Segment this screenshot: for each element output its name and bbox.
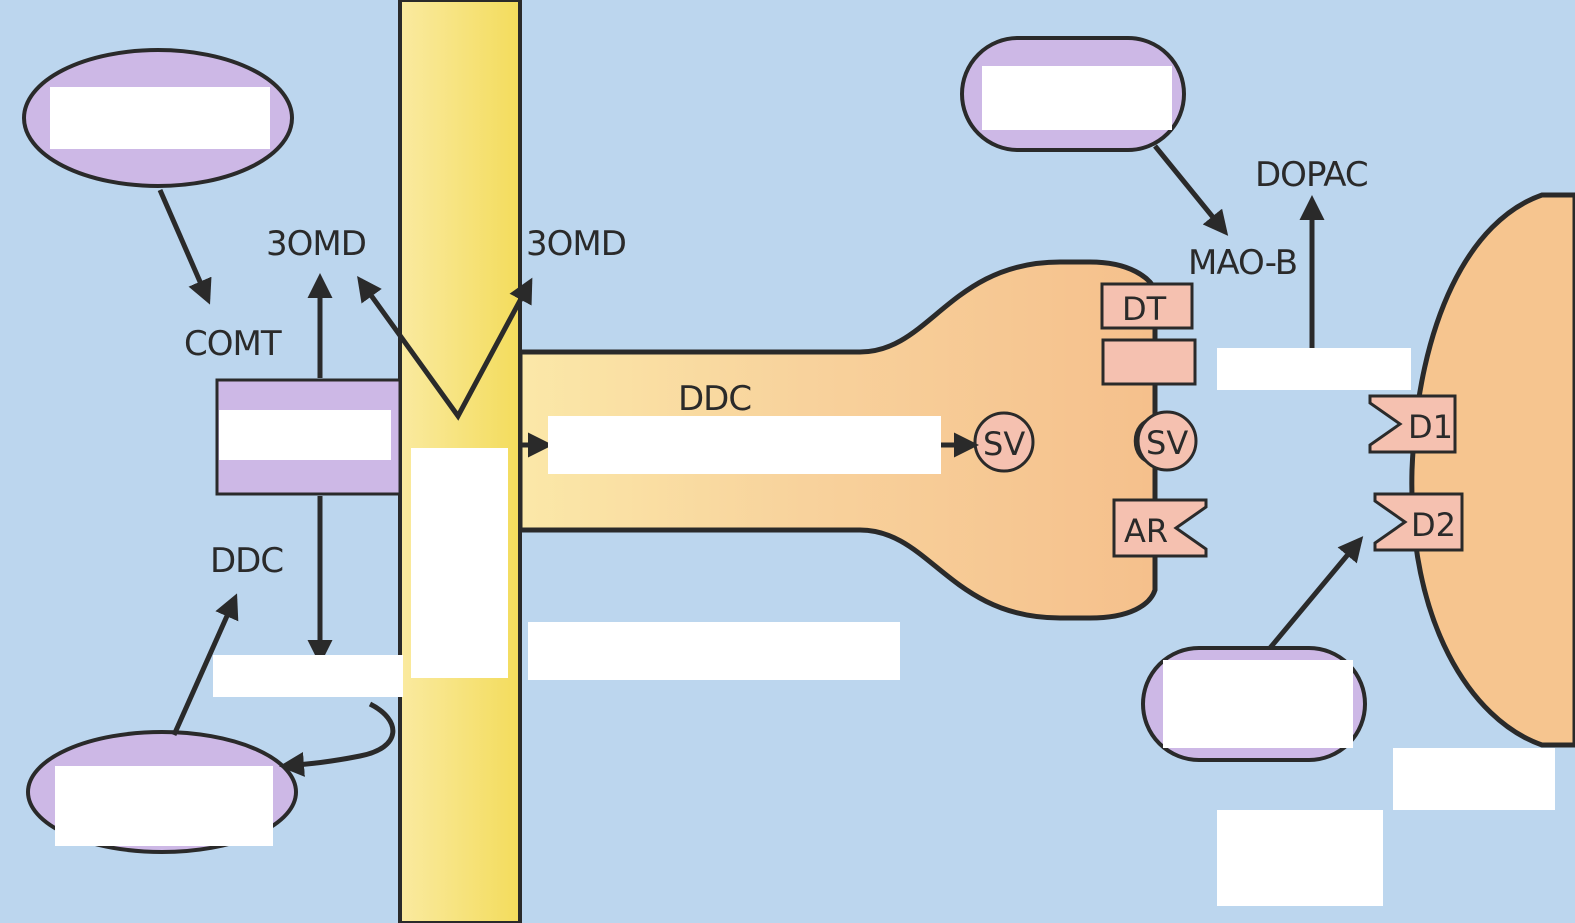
mask-axon-center xyxy=(548,416,941,474)
arrow-oval-to-comt xyxy=(157,189,212,305)
mask-bottom-right-oval xyxy=(1163,660,1353,748)
mask-top-left-oval xyxy=(50,87,270,149)
mask-barrier xyxy=(411,448,508,678)
label-sv-inside: SV xyxy=(983,425,1025,463)
mask-bottom-right-1 xyxy=(1393,748,1555,810)
ar-receptor xyxy=(1112,498,1208,558)
arrows xyxy=(157,144,1364,777)
transporter-box xyxy=(215,378,402,496)
mask-top-right-oval xyxy=(982,66,1172,130)
label-ddc-left: DDC xyxy=(210,541,283,581)
mask-lower-left xyxy=(213,655,403,697)
d1-receptor xyxy=(1368,394,1457,454)
synaptic-vesicle-release xyxy=(1136,410,1198,472)
arrow-oval-to-mao-b xyxy=(1153,144,1229,236)
masked-label-boxes xyxy=(50,66,1555,906)
mask-synapse xyxy=(1217,348,1411,390)
arrow-v-crossing-3omd xyxy=(357,275,533,421)
label-sv-release: SV xyxy=(1146,424,1188,462)
label-ddc-axon: DDC xyxy=(678,379,751,419)
dt-box xyxy=(1100,282,1194,330)
label-3omd-right: 3OMD xyxy=(526,224,626,264)
label-dt: DT xyxy=(1122,290,1167,328)
label-d1: D1 xyxy=(1408,408,1453,446)
arrow-curve-to-bottom-oval xyxy=(279,701,396,777)
mask-bottom-left-oval xyxy=(55,766,273,846)
label-dopac: DOPAC xyxy=(1255,155,1368,195)
label-mao-b: MAO-B xyxy=(1188,243,1297,283)
label-comt: COMT xyxy=(184,324,282,364)
mask-under-axon xyxy=(528,622,900,680)
arrow-oval-to-d2 xyxy=(1268,536,1364,650)
d2-receptor xyxy=(1373,492,1464,552)
unlabeled-terminal-box xyxy=(1101,338,1197,386)
arrow-oval-to-ddc xyxy=(171,593,239,737)
label-d2: D2 xyxy=(1411,506,1456,544)
postsynaptic-neuron xyxy=(1409,192,1575,748)
mask-bottom-right-2 xyxy=(1217,810,1383,906)
label-ar: AR xyxy=(1124,512,1168,550)
label-3omd-left: 3OMD xyxy=(266,224,366,264)
